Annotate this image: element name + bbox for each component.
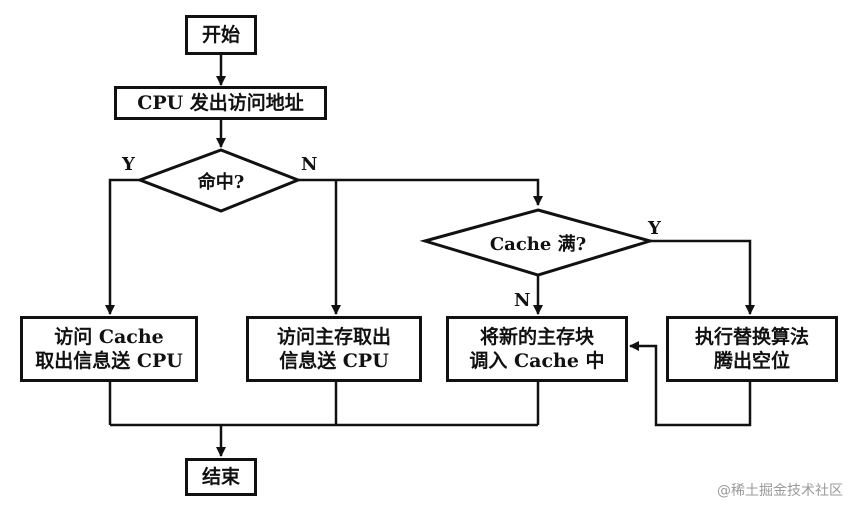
cpu-address-label: CPU 发出访问地址 (137, 92, 304, 114)
access-main-memory-label: 访问主存取出 信息送 CPU (276, 326, 391, 372)
load-block-node: 将新的主存块 调入 Cache 中 (446, 316, 628, 382)
full-yes-label: Y (648, 218, 661, 239)
edge-full-yes (650, 239, 755, 315)
access-main-memory-node: 访问主存取出 信息送 CPU (246, 316, 422, 382)
cpu-address-node: CPU 发出访问地址 (114, 86, 327, 120)
replace-label: 执行替换算法 腾出空位 (694, 326, 809, 372)
cache-full-check-label: Cache 满? (489, 234, 587, 255)
end-node: 结束 (185, 458, 257, 496)
hit-check-label: 命中? (197, 172, 245, 193)
access-cache-label: 访问 Cache 取出信息送 CPU (35, 326, 183, 372)
end-label: 结束 (201, 466, 240, 488)
edge-hit-yes (105, 178, 140, 315)
start-node: 开始 (185, 15, 257, 55)
hit-yes-label: Y (122, 154, 135, 175)
full-no-label: N (514, 290, 531, 311)
access-cache-node: 访问 Cache 取出信息送 CPU (20, 316, 198, 382)
edge-hit-no (298, 178, 543, 206)
hit-no-label: N (301, 154, 318, 175)
load-block-label: 将新的主存块 调入 Cache 中 (469, 326, 605, 372)
hit-diamond (135, 148, 303, 213)
edge-replace-to-load (629, 341, 752, 427)
replace-node: 执行替换算法 腾出空位 (666, 316, 838, 382)
watermark: @稀土掘金技术社区 (717, 483, 843, 499)
start-label: 开始 (201, 24, 240, 46)
